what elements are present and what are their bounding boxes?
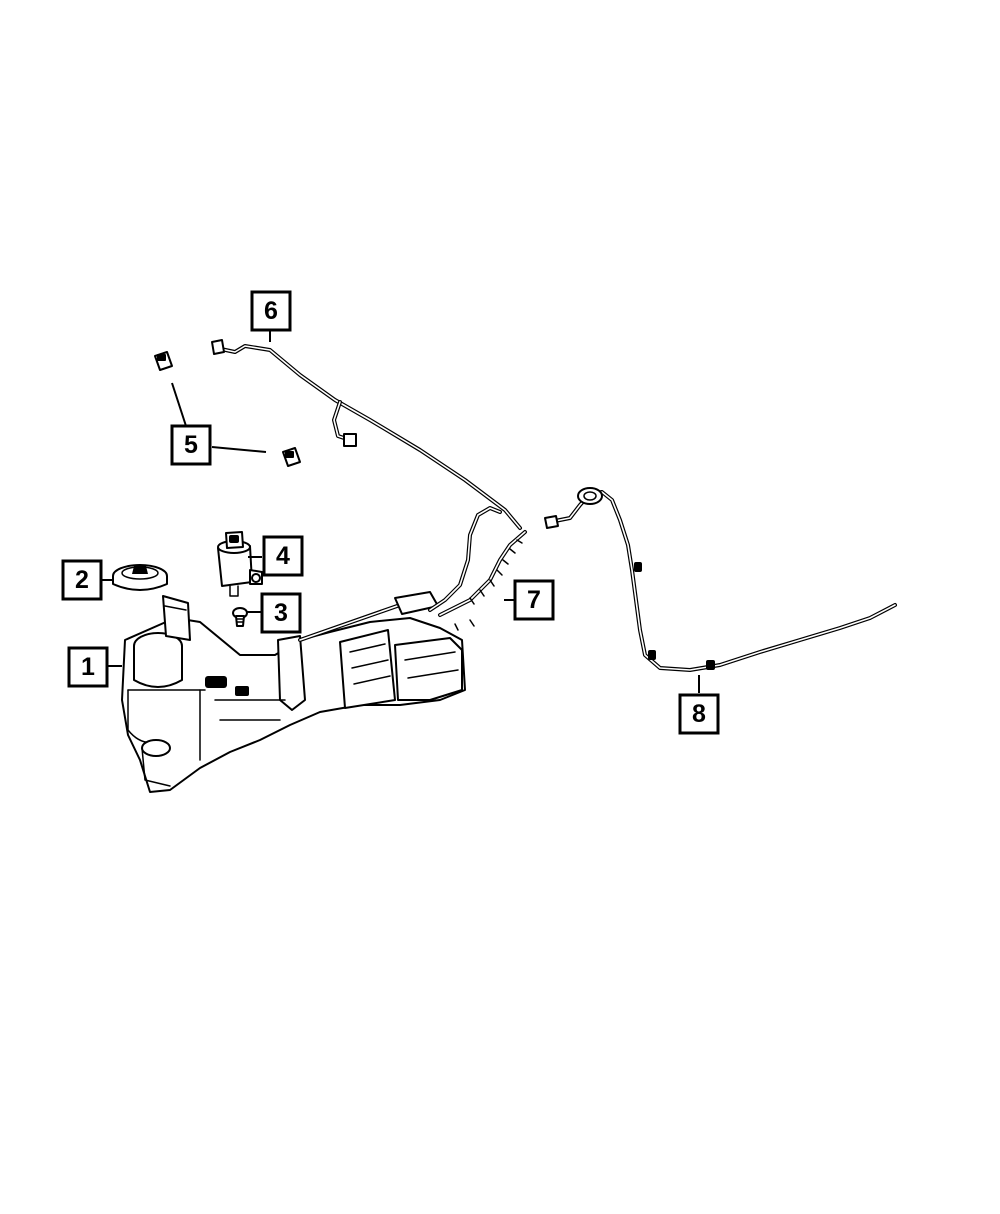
callout-4[interactable]: 4 (262, 535, 304, 577)
washer-nozzle-part-lower[interactable] (282, 447, 301, 467)
callout-box-4 (262, 535, 304, 577)
leader-lines (100, 331, 700, 693)
callout-label-1: 1 (81, 653, 95, 681)
washer-nozzle-part-upper[interactable] (154, 351, 173, 371)
leader-line-5a (171, 382, 187, 427)
callout-7[interactable]: 7 (513, 579, 555, 621)
leader-line-5b (211, 446, 267, 453)
callout-label-6: 6 (264, 297, 278, 325)
screw-part[interactable] (232, 607, 248, 627)
reservoir-cap-part[interactable] (112, 564, 168, 591)
callout-label-5: 5 (184, 431, 198, 459)
callout-label-4: 4 (276, 542, 290, 570)
callout-label-8: 8 (692, 700, 706, 728)
callout-box-5 (170, 424, 212, 466)
callout-2[interactable]: 2 (61, 559, 103, 601)
callout-8[interactable]: 8 (678, 693, 720, 735)
callout-box-7 (513, 579, 555, 621)
callout-1[interactable]: 1 (67, 646, 109, 688)
callout-5[interactable]: 5 (170, 424, 212, 466)
washer-reservoir-part[interactable] (121, 591, 466, 793)
front-washer-hose-part[interactable] (211, 339, 522, 530)
callout-box-1 (67, 646, 109, 688)
callout-3[interactable]: 3 (260, 592, 302, 634)
callout-label-2: 2 (75, 566, 89, 594)
callout-6[interactable]: 6 (250, 290, 292, 332)
callout-box-6 (250, 290, 292, 332)
callout-box-3 (260, 592, 302, 634)
callout-box-8 (678, 693, 720, 735)
callout-label-3: 3 (274, 599, 288, 627)
callout-box-2 (61, 559, 103, 601)
washer-pump-part[interactable] (217, 531, 263, 597)
rear-washer-hose-part[interactable] (544, 487, 897, 672)
callout-label-7: 7 (527, 586, 541, 614)
reservoir-hose-part[interactable] (428, 506, 527, 631)
